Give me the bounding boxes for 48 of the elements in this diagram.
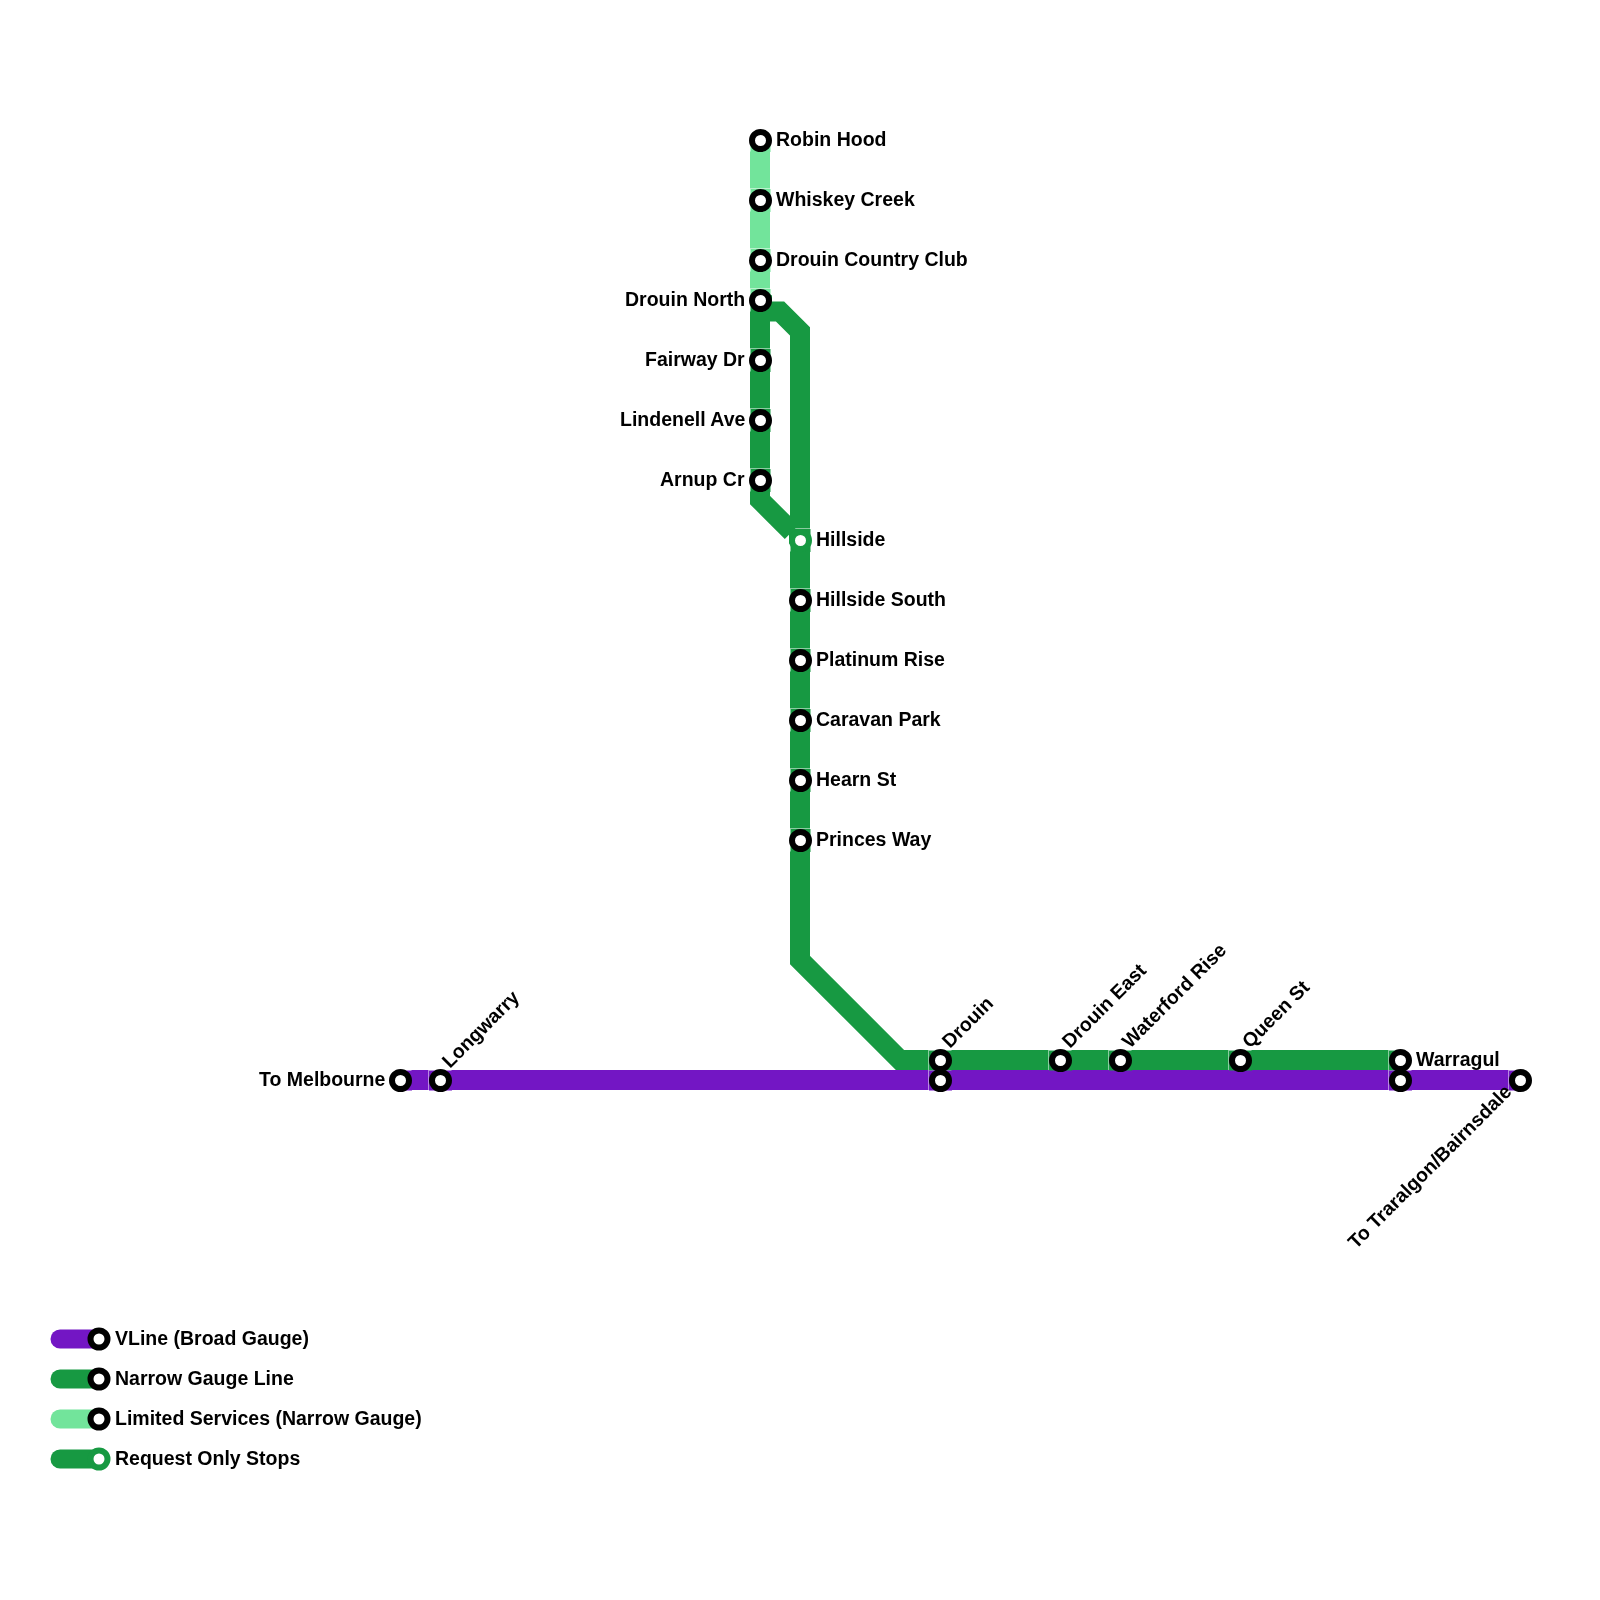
station-label: Princes Way — [816, 828, 932, 850]
station-icon — [1108, 1048, 1132, 1072]
rail-line — [750, 271, 770, 289]
rail-line — [790, 851, 929, 1070]
rail-line — [770, 301, 810, 529]
rail-line — [790, 791, 810, 829]
station-label: Arnup Cr — [660, 468, 745, 490]
rail-line — [1251, 1050, 1389, 1070]
rail-line — [1131, 1050, 1229, 1070]
rail-line — [750, 311, 770, 349]
station-label: Fairway Dr — [645, 348, 745, 370]
station-icon — [928, 1048, 952, 1072]
rail-line — [750, 211, 770, 249]
station-icon — [1228, 1048, 1252, 1072]
legend-label: VLine (Broad Gauge) — [115, 1327, 309, 1349]
rail-line — [451, 1070, 929, 1090]
rail-line — [750, 371, 770, 409]
station-icon — [748, 468, 772, 492]
station-label: Warragul — [1416, 1048, 1500, 1070]
rail-line — [790, 551, 810, 589]
legend-label: Limited Services (Narrow Gauge) — [115, 1407, 422, 1429]
station-icon — [928, 1068, 952, 1092]
station-label: Robin Hood — [776, 128, 887, 150]
station-label: Hillside — [816, 528, 886, 550]
rail-line — [1071, 1050, 1109, 1070]
rail-line — [1411, 1070, 1509, 1090]
rail-line — [951, 1050, 1049, 1070]
station-label: Hillside South — [816, 588, 946, 610]
legend-label: Request Only Stops — [115, 1447, 301, 1469]
rail-line — [790, 671, 810, 709]
rail-line — [951, 1070, 1389, 1090]
legend-label: Narrow Gauge Line — [115, 1367, 294, 1389]
station-label: Whiskey Creek — [776, 188, 915, 210]
station-icon — [788, 828, 812, 852]
station-label: Drouin North — [625, 288, 746, 310]
rail-line — [750, 151, 770, 189]
station-label: To Melbourne — [259, 1068, 386, 1090]
station-icon — [1388, 1048, 1412, 1072]
station-label: Drouin Country Club — [776, 248, 968, 270]
rail-line — [411, 1070, 429, 1090]
rail-line — [790, 611, 810, 649]
station-icon — [428, 1068, 452, 1092]
station-label: Platinum Rise — [816, 648, 945, 670]
station-label: Lindenell Ave — [620, 408, 746, 430]
station-label: Caravan Park — [816, 708, 941, 730]
rail-line — [750, 431, 770, 469]
station-label: Hearn St — [816, 768, 897, 790]
rail-line — [790, 731, 810, 769]
